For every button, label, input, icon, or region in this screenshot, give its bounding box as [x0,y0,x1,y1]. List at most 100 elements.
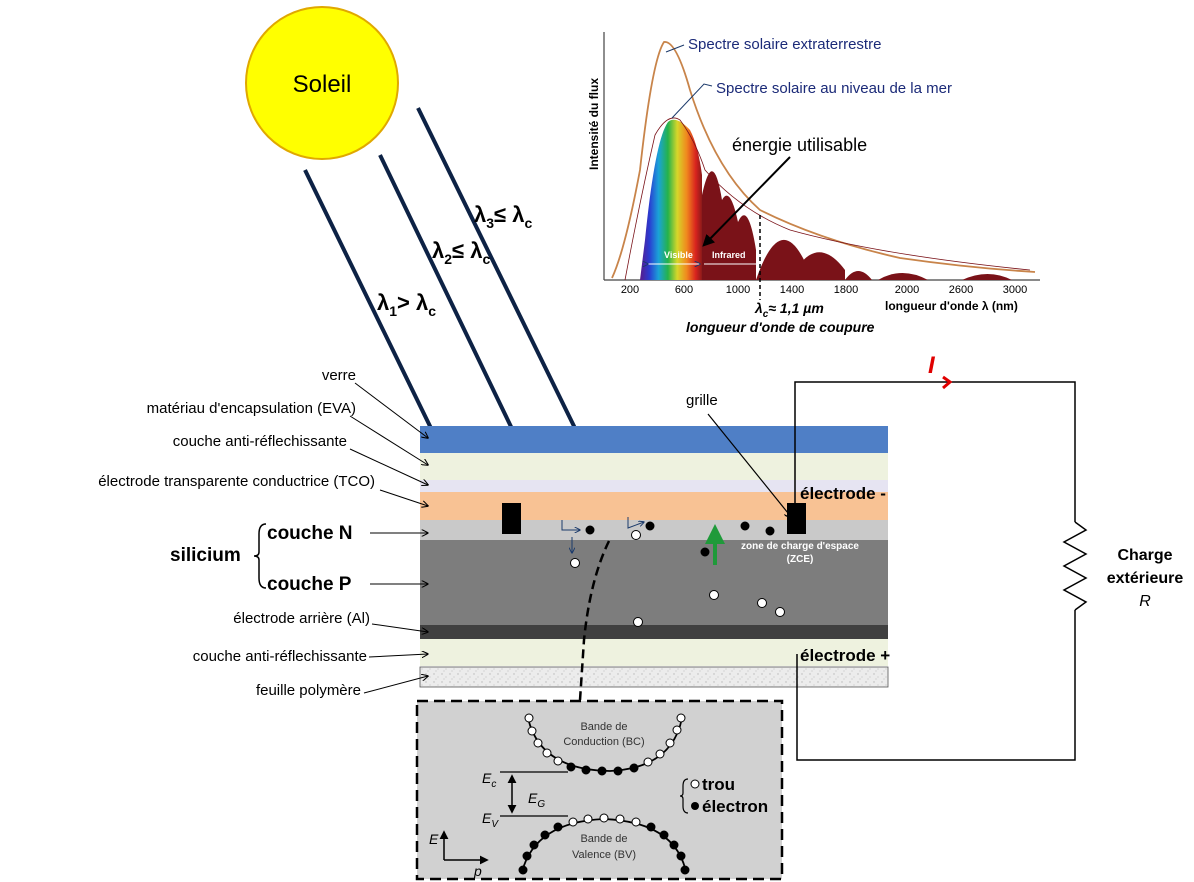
band-infrared-label: Infrared [712,250,746,260]
layer-glass [420,426,888,453]
bv-label-line2: Valence (BV) [572,849,636,861]
xtick-1800: 1800 [834,284,858,296]
legend-brace [679,778,689,814]
hole [775,607,785,617]
label-tco: électrode transparente conductrice (TCO) [98,473,375,490]
ev-label: EV [482,810,499,830]
xtick-3000: 3000 [1003,284,1027,296]
bc-label-line1: Bande de [580,721,627,733]
cell-stack [419,426,889,688]
ray-3-label: λ3≤ λc [474,202,532,231]
zce-label-line1: zone de charge d'espace [741,541,859,552]
usable-energy-label: énergie utilisable [732,135,867,155]
xtick-1000: 1000 [726,284,750,296]
legend-sea-level: Spectre solaire au niveau de la mer [716,80,952,97]
resistor-symbol [1062,521,1088,611]
bc-label-line2: Conduction (BC) [563,736,644,748]
xtick-1400: 1400 [780,284,804,296]
sun-disc [245,6,399,160]
load-label-line1: Charge [1117,547,1172,564]
electron [585,525,595,535]
label-silicium: silicium [170,545,241,566]
spectrum-ylabel: Intensité du flux [587,78,601,170]
label-verre: verre [322,367,356,384]
layer-tco [420,492,888,520]
electron [645,521,655,531]
xtick-2000: 2000 [895,284,919,296]
label-antireflection-top: couche anti-réflechissante [173,433,347,450]
sun: Soleil [245,6,399,160]
conduction-band-states [524,713,686,776]
xtick-200: 200 [621,284,639,296]
carriers [570,521,785,627]
hole [570,558,580,568]
hole [709,590,719,600]
external-circuit [794,381,1088,761]
infrared-absorption-bands [700,171,1012,280]
sea-level-curve [624,117,1031,281]
spectrum-inset: Intensité du flux Visible Infrared 200 6… [587,32,1040,335]
axis-e-label: E [429,831,439,847]
legend-electron-icon [691,802,699,810]
load-label-line2: extérieure [1107,570,1184,587]
hole [757,598,767,608]
layer-antireflection-bottom [420,639,888,666]
band-diagram: Bande de Conduction (BC) Bande de Valenc… [415,699,784,881]
label-back-electrode: électrode arrière (Al) [233,610,370,627]
ray-1-label: λ1> λc [377,290,436,319]
legend-hole-icon [690,779,700,789]
label-eva: matériau d'encapsulation (EVA) [147,400,356,417]
layer-antireflection-top [420,480,888,492]
electron [765,526,775,536]
legend-extraterrestrial: Spectre solaire extraterrestre [688,36,881,53]
band-visible-label: Visible [664,250,693,260]
xtick-2600: 2600 [949,284,973,296]
hole [633,617,643,627]
cutoff-value: λc≈ 1,1 µm [754,300,824,320]
load-symbol: R [1139,593,1151,610]
visible-spectrum-area [640,119,702,280]
cutoff-caption: longueur d'onde de coupure [686,319,875,335]
label-antireflection-bottom: couche anti-réflechissante [193,648,367,665]
layer-n [420,520,888,540]
axis-p-label: p [473,863,482,879]
electrode-minus-label: électrode - [800,484,886,503]
usable-energy-arrow [702,156,791,247]
legend-electron-label: électron [702,797,768,816]
grid-contact-left [502,503,521,534]
carrier-arrows [561,517,644,553]
electron [700,547,710,557]
label-p-layer: couche P [267,574,352,595]
grid-contact-right [787,503,806,534]
layer-polymer-sheet [419,666,889,688]
bv-label-line1: Bande de [580,833,627,845]
hole [631,530,641,540]
extraterrestrial-curve [611,41,1036,279]
current-label: I [928,352,936,379]
valence-band-states [518,813,690,875]
electron [740,521,750,531]
legend-sea-pointer [671,83,713,119]
layer-labels: verre matériau d'encapsulation (EVA) cou… [98,367,375,699]
electrode-plus-label: électrode + [800,646,890,665]
legend-hole-label: trou [702,775,735,794]
layer-eva [420,453,888,480]
eg-label: EG [528,790,545,810]
zce-label-line2: (ZCE) [787,554,814,565]
band-connector [578,540,611,701]
spectrum-xlabel: longueur d'onde λ (nm) [885,299,1018,313]
grille-pointer [707,413,792,518]
xtick-600: 600 [675,284,693,296]
grille-label: grille [686,392,718,409]
ec-label: Ec [482,770,496,790]
current-direction-arrow [942,375,953,390]
layer-p [420,540,888,625]
spectrum-xticks: 200 600 1000 1400 1800 2000 2600 3000 [621,284,1027,296]
silicium-brace [253,523,267,589]
layer-back-electrode [420,625,888,639]
label-pointers [349,382,428,694]
label-polymer: feuille polymère [256,682,361,699]
legend-extra-pointer [665,44,685,53]
label-n-layer: couche N [267,523,353,544]
